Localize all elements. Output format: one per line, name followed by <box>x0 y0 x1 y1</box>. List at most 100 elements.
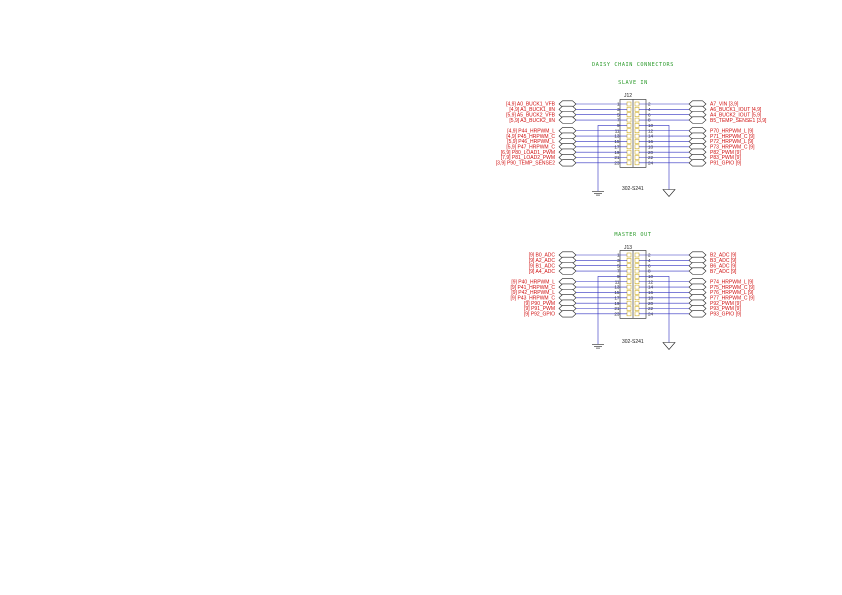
net-label-left: [6,9] P80_LOAD1_PWM <box>501 150 555 156</box>
net-label-left: [9] P42_HRPWM_L <box>511 290 555 296</box>
pin-pad <box>626 139 632 144</box>
section-label: SLAVE IN <box>618 80 648 86</box>
net-label-right: A6_BUCK1_IOUT [4,9] <box>710 107 762 113</box>
net-label-left: [5,9] P46_HRPWM_L <box>507 139 555 145</box>
net-label-right: P93_GPIO [9] <box>710 312 742 318</box>
net-label-right: P91_GPIO [9] <box>710 161 742 167</box>
ground-triangle-symbol <box>662 189 676 197</box>
net-label-right: P77_HRPWM_C [9] <box>710 296 755 302</box>
net-label-right: B5_TEMP_SENSE1 [3,9] <box>710 118 767 124</box>
pin-pad <box>634 101 640 107</box>
offpage-port-symbol <box>558 116 577 124</box>
pin-pad <box>634 311 640 317</box>
offpage-port-symbol <box>688 116 707 124</box>
offpage-port-symbol <box>558 267 577 275</box>
ground-triangle-symbol <box>662 342 676 350</box>
net-label-left: [7,9] P81_LOAD2_PWM <box>501 155 555 161</box>
pin-pad <box>626 160 632 166</box>
offpage-port-symbol <box>688 310 707 318</box>
connector-part-number: 302-S241 <box>622 339 644 345</box>
pin-pad <box>626 252 632 258</box>
pin-pad <box>626 101 632 107</box>
net-label-left: [5,9] A5_BUCK2_VFB <box>506 112 556 118</box>
gnd-wire-left <box>597 125 627 191</box>
net-label-left: [9] P92_GPIO <box>524 312 555 318</box>
pin-pad <box>626 128 632 133</box>
pin-pad <box>634 258 640 263</box>
pin-pad <box>634 290 640 295</box>
net-label-left: [5,9] A3_BUCK2_IIN <box>509 118 555 124</box>
net-label-right: P75_HRPWM_C [9] <box>710 285 755 291</box>
pin-pad <box>634 155 640 160</box>
net-label-right: P70_HRPWM_L [9] <box>710 128 754 134</box>
pin-pad <box>634 107 640 112</box>
net-label-left: [4,9] P45_HRPWM_C <box>506 134 555 140</box>
net-label-right: B2_ADC [9] <box>710 253 737 259</box>
net-label-right: B3_ADC [9] <box>710 258 737 264</box>
pin-pad <box>626 123 632 128</box>
net-label-left: [4,9] P44_HRPWM_L <box>507 128 555 134</box>
pin-pad <box>626 300 632 306</box>
net-label-left: [9] A4_ADC <box>529 269 556 275</box>
pin-pad <box>626 295 632 301</box>
net-label-left: [5,9] P47_HRPWM_C <box>506 145 555 151</box>
offpage-port-symbol <box>558 159 577 167</box>
gnd-wire-right <box>639 276 670 343</box>
pin-pad <box>626 112 632 117</box>
net-label-right: P93_PWM [9] <box>710 306 741 312</box>
pin-pad <box>634 139 640 144</box>
net-label-left: [9] P43_HRPWM_C <box>511 296 556 302</box>
pin-pad <box>634 112 640 117</box>
pin-pad <box>634 123 640 128</box>
net-label-right: P83_PWM [9] <box>710 155 741 161</box>
pin-pad <box>626 290 632 295</box>
pin-pad <box>634 284 640 290</box>
offpage-port-symbol <box>688 159 707 167</box>
pin-pad <box>634 252 640 258</box>
net-label-right: P72_HRPWM_L [9] <box>710 139 754 145</box>
ground-symbol <box>592 191 604 196</box>
pin-pad <box>634 295 640 301</box>
pin-pad <box>626 117 632 123</box>
net-label-right: A7_VIN [3,9] <box>710 102 739 108</box>
pin-pad <box>634 149 640 155</box>
pin-pad <box>634 279 640 284</box>
pin-pad <box>626 258 632 263</box>
pin-pad <box>626 144 632 150</box>
net-label-right: P92_PWM [9] <box>710 301 741 307</box>
net-label-right: B7_ADC [9] <box>710 269 737 275</box>
offpage-port-symbol <box>558 310 577 318</box>
pin-pad <box>634 160 640 166</box>
offpage-port-symbol <box>688 267 707 275</box>
pin-pad <box>634 117 640 123</box>
net-label-right: P82_PWM [9] <box>710 150 741 156</box>
net-label-left: [3,9] P90_TEMP_SENSE2 <box>496 161 555 167</box>
pin-pad <box>626 284 632 290</box>
pin-pad <box>634 300 640 306</box>
pin-pad <box>626 133 632 139</box>
net-label-left: [4,9] A0_BUCK1_VFB <box>506 102 556 108</box>
pin-pad <box>634 133 640 139</box>
pin-pad <box>634 263 640 268</box>
pin-pad <box>626 306 632 311</box>
section-label: MASTER OUT <box>614 232 651 238</box>
net-label-left: [9] P40_HRPWM_L <box>511 279 555 285</box>
net-label-left: [9] P90_PWM <box>524 301 555 307</box>
sheet-title: DAISY CHAIN CONNECTORS <box>592 62 674 68</box>
pin-pad <box>634 128 640 133</box>
pin-pad <box>634 274 640 279</box>
net-label-left: [9] P41_HRPWM_C <box>511 285 556 291</box>
net-label-left: [9] A2_ADC <box>529 258 556 264</box>
net-label-left: [4,9] A1_BUCK1_IIN <box>509 107 555 113</box>
pin-pad <box>634 306 640 311</box>
pin-pad <box>634 268 640 274</box>
gnd-wire-right <box>639 125 670 190</box>
net-label-left: [9] B0_ADC <box>529 253 556 259</box>
pin-pad <box>634 144 640 150</box>
connector-designator: J13 <box>624 245 632 251</box>
net-label-right: P73_HRPWM_C [9] <box>710 145 755 151</box>
pin-pad <box>626 149 632 155</box>
pin-pad <box>626 279 632 284</box>
